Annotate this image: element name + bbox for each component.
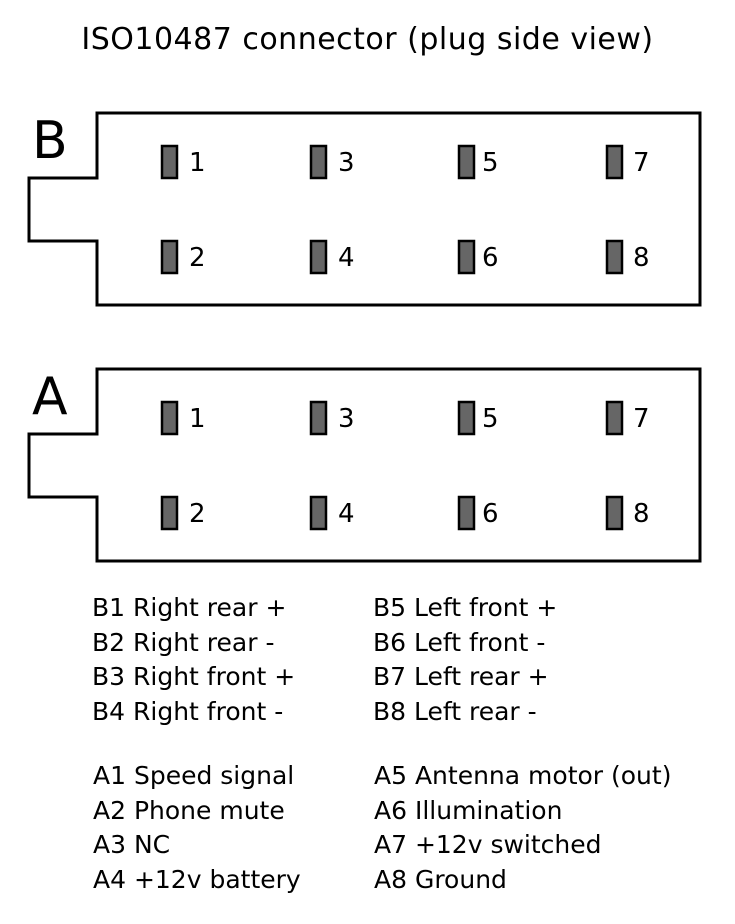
connector-letter: B <box>32 111 68 171</box>
pin-number: 1 <box>189 404 206 434</box>
legend-item: B1 Right rear + <box>92 593 287 622</box>
pin-number: 8 <box>633 499 650 529</box>
pin <box>605 144 624 180</box>
pin <box>160 144 179 180</box>
pin <box>309 400 328 436</box>
legend-item: A4 +12v battery <box>93 864 301 894</box>
legend-b-left: B1 Right rear + B2 Right rear - B3 Right… <box>92 591 295 729</box>
legend-item: A3 NC <box>93 830 171 860</box>
pin-number: 1 <box>189 148 206 178</box>
pin-number: 7 <box>633 404 650 434</box>
pin <box>457 239 476 275</box>
legend-b-right: B5 Left front + B6 Left front - B7 Left … <box>373 591 557 729</box>
connector-body <box>27 111 702 307</box>
pin <box>457 495 476 531</box>
legend-item: B7 Left rear + <box>373 662 549 692</box>
pin-number: 4 <box>338 499 355 529</box>
pin <box>309 144 328 180</box>
pin-number: 6 <box>482 499 499 529</box>
connector-b: B 1 2 3 4 5 6 7 8 <box>27 111 702 307</box>
pin-number: 2 <box>189 243 206 273</box>
legend-item: B8 Left rear - <box>373 696 537 726</box>
pin <box>309 239 328 275</box>
legend-item: A6 Illumination <box>374 795 563 825</box>
legend-item: A2 Phone mute <box>93 795 285 825</box>
pin <box>160 400 179 436</box>
pin <box>605 239 624 275</box>
pin-number: 3 <box>338 404 355 434</box>
legend-item: A7 +12v switched <box>374 830 602 860</box>
connector-body <box>27 367 702 563</box>
pin <box>457 400 476 436</box>
legend-item: B2 Right rear - <box>92 627 275 657</box>
pin <box>605 400 624 436</box>
legend-item: A8 Ground <box>374 864 507 894</box>
connector-letter: A <box>32 367 68 427</box>
legend-item: B6 Left front - <box>373 627 546 657</box>
pin <box>457 144 476 180</box>
connector-a: A 1 2 3 4 5 6 7 8 <box>27 367 702 563</box>
pin-number: 5 <box>482 404 499 434</box>
pin <box>160 495 179 531</box>
pin-number: 2 <box>189 499 206 529</box>
legend-item: B5 Left front + <box>373 593 558 622</box>
pin <box>605 495 624 531</box>
page-title: ISO10487 connector (plug side view) <box>81 22 654 57</box>
pin-number: 7 <box>633 148 650 178</box>
legend-item: B3 Right front + <box>92 662 296 692</box>
legend-item: B4 Right front - <box>92 696 284 726</box>
pin-number: 6 <box>482 243 499 273</box>
pin-number: 3 <box>338 148 355 178</box>
pin-number: 5 <box>482 148 499 178</box>
pin <box>160 239 179 275</box>
legend-item: A1 Speed signal <box>93 761 295 790</box>
pin-number: 4 <box>338 243 355 273</box>
legend-a-right: A5 Antenna motor (out) A6 Illumination A… <box>374 759 671 897</box>
pin <box>309 495 328 531</box>
legend-item: A5 Antenna motor (out) <box>374 761 672 790</box>
pin-number: 8 <box>633 243 650 273</box>
legend-a-left: A1 Speed signal A2 Phone mute A3 NC A4 +… <box>93 759 301 897</box>
